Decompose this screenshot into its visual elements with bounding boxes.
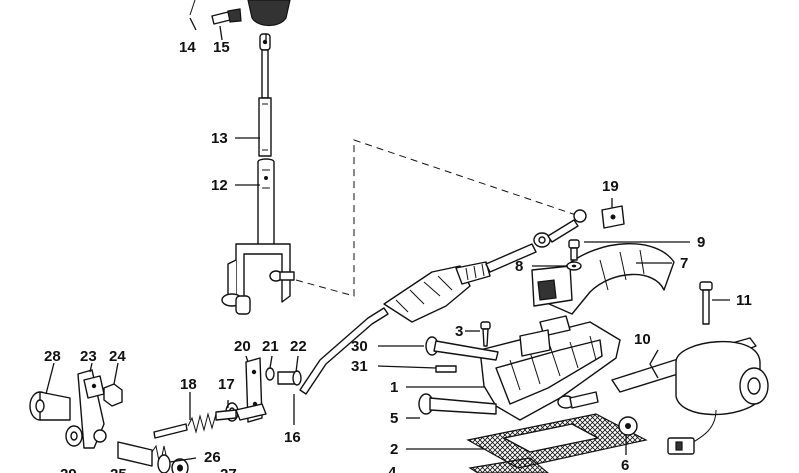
callout-14: 14: [179, 39, 196, 56]
callout-9: 9: [697, 234, 705, 251]
callout-18: 18: [180, 376, 197, 393]
callout-13: 13: [211, 130, 228, 147]
callout-22: 22: [290, 338, 307, 355]
callout-12: 12: [211, 177, 228, 194]
bolt-22: [277, 370, 302, 386]
callout-6: 6: [621, 457, 629, 473]
washer-26: [157, 454, 171, 473]
callout-16: 16: [284, 429, 301, 446]
shift-housing: [479, 315, 621, 421]
cable-clip: [601, 205, 625, 229]
screw-9: [568, 239, 580, 261]
callout-11: 11: [736, 292, 752, 309]
shift-lever-upper-rod: [258, 33, 272, 157]
callout-29: 29: [60, 466, 77, 473]
nut-24: [103, 383, 123, 407]
callout-1: 1: [390, 379, 398, 396]
callout-21: 21: [262, 338, 279, 355]
shift-knob-boot: [189, 0, 291, 27]
circlip-6: [618, 416, 638, 436]
leader-lines: [45, 17, 730, 463]
callout-31: 31: [351, 358, 368, 375]
callout-5: 5: [390, 410, 398, 427]
callout-28: 28: [44, 348, 61, 365]
gasket-2: [466, 413, 648, 469]
knob-screw: [211, 8, 242, 25]
callout-3: 3: [455, 323, 463, 340]
callout-17: 17: [218, 376, 235, 393]
callout-7: 7: [680, 255, 688, 272]
shift-lever-lower: [221, 158, 295, 315]
callout-8: 8: [515, 258, 523, 275]
pin-30: [425, 336, 499, 361]
actuator-10: [611, 337, 769, 455]
plate-4: [468, 457, 549, 473]
callout-23: 23: [80, 348, 97, 365]
dashed-guide: [295, 139, 586, 297]
washer-21: [265, 367, 275, 381]
screw-3: [480, 321, 491, 347]
callout-10: 10: [634, 331, 651, 348]
bush-29: [65, 425, 83, 447]
socket-28: [29, 391, 71, 421]
rod-25: [117, 441, 169, 467]
callout-15: 15: [213, 39, 230, 56]
link-23: [77, 369, 107, 449]
callout-24: 24: [109, 348, 126, 365]
pin-31: [435, 365, 457, 373]
spring-rod-18: [153, 403, 267, 439]
housing-cover: [531, 243, 675, 315]
callout-labels: 1 2 3 4 5 6 7 8 9 10 11 12 13 14 15 16 1…: [44, 39, 752, 473]
callout-20: 20: [234, 338, 251, 355]
callout-27: 27: [220, 466, 237, 473]
nut-27: [171, 458, 189, 473]
washer-8: [566, 261, 582, 271]
bolt-11: [699, 281, 713, 325]
callout-25: 25: [110, 466, 127, 473]
callout-30: 30: [351, 338, 368, 355]
callout-2: 2: [390, 441, 398, 458]
callout-4: 4: [388, 464, 397, 473]
bolt-5: [418, 393, 497, 415]
callout-26: 26: [204, 449, 221, 466]
callout-19: 19: [602, 178, 619, 195]
selector-rod: [299, 209, 587, 395]
